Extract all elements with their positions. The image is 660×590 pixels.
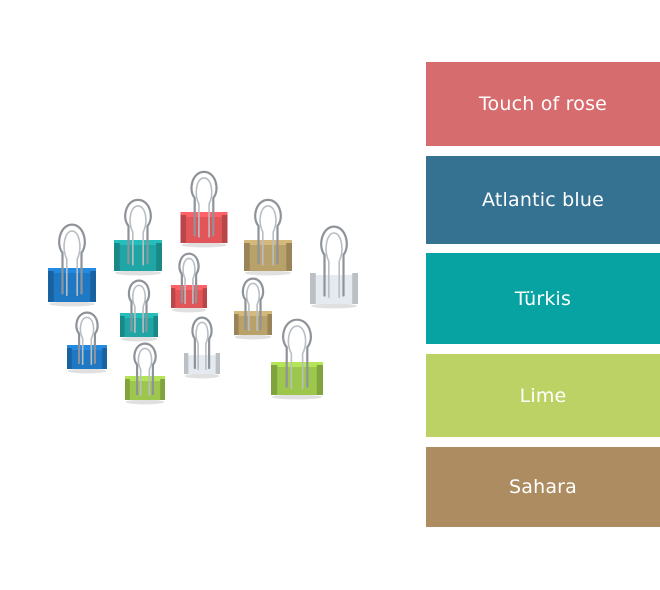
swatch-turkis: Türkis — [426, 253, 660, 344]
binder-clip-turquoise — [114, 198, 162, 276]
binder-clip-blue — [48, 223, 96, 307]
swatch-lime: Lime — [426, 354, 660, 437]
binder-clips-photo — [48, 170, 358, 405]
swatch-atlantic-blue: Atlantic blue — [426, 156, 660, 244]
binder-clip-sahara — [244, 198, 292, 276]
binder-clip-sahara — [234, 277, 272, 340]
binder-clip-turquoise — [120, 279, 158, 342]
swatch-label: Touch of rose — [478, 93, 608, 115]
swatch-sahara: Sahara — [426, 447, 660, 527]
swatch-label: Lime — [519, 384, 567, 407]
binder-clip-lime — [125, 342, 165, 405]
binder-clip-rose — [171, 252, 207, 313]
swatch-label: Türkis — [514, 287, 572, 310]
swatch-touch-of-rose: Touch of rose — [426, 62, 660, 146]
swatch-label: Sahara — [508, 476, 578, 498]
binder-clip-blue — [67, 311, 107, 374]
binder-clip-white — [310, 225, 358, 309]
binder-clip-lime — [271, 318, 323, 400]
binder-clip-rose — [180, 170, 228, 248]
swatch-label: Atlantic blue — [482, 189, 604, 211]
binder-clip-white — [184, 316, 220, 379]
